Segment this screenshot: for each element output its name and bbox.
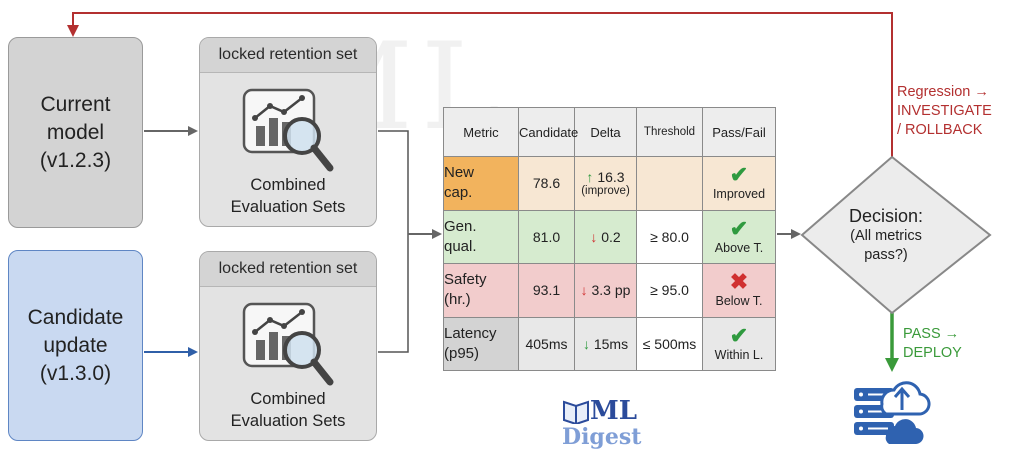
result-label: Improved [712,187,766,202]
chart-magnifier-icon [242,88,334,172]
candidate-model-box: Candidate update (v1.3.0) [8,250,143,441]
column-header-pass-fail: Pass/Fail [702,107,776,157]
column-header-metric: Metric [443,107,519,157]
merge-line-bottom [378,234,409,353]
metric-name-line-1: Safety [444,271,487,289]
regression-line-1: Regression → [897,84,989,100]
chart-magnifier-icon [242,302,334,386]
pass-deploy-label: PASS → DEPLOY [903,325,1003,363]
eval-set-header: locked retention set [200,252,376,287]
delta-cell: ↓ 3.3 pp [574,263,637,318]
metrics-table: Metric Candidate Delta Threshold Pass/Fa… [443,107,776,371]
decision-sub-line-2: pass?) [864,247,908,263]
column-header-candidate: Candidate [518,107,578,157]
threshold-cell: ≥ 95.0 [636,263,703,318]
eval-set-header: locked retention set [200,38,376,73]
decision-sub-line-1: (All metrics [850,228,922,244]
metric-name-line-2: (hr.) [444,291,471,309]
checkmark-icon: ✔ [729,322,749,348]
column-header-threshold: Threshold [636,107,703,157]
pass-fail-cell: ✔ Within L. [702,316,776,371]
pass-line-2: DEPLOY [903,345,962,361]
regression-line-2: INVESTIGATE [897,103,992,119]
column-header-delta: Delta [574,107,637,157]
pass-line-1: PASS → [903,326,960,342]
candidate-model-line-2: update [43,333,108,357]
logo-digest-text: Digest [562,424,642,450]
delta-cell: ↓ 0.2 [574,209,637,264]
eval-set-box-bottom: locked retention set Combined Evaluation… [199,251,377,441]
threshold-cell: ≥ 80.0 [636,209,703,264]
eval-set-label-line-2: Evaluation Sets [230,198,346,216]
metric-cell: Gen. qual. [443,209,519,264]
table-header-row: Metric Candidate Delta Threshold Pass/Fa… [443,107,776,157]
eval-set-label-line-2: Evaluation Sets [230,412,346,430]
book-icon [563,400,589,424]
arrow-down-icon: ↓ [582,335,590,352]
result-label: Below T. [715,294,763,309]
metric-cell: Latency (p95) [443,316,519,371]
metric-cell: Safety (hr.) [443,263,519,318]
current-model-line-2: model [46,120,105,144]
delta-note: (improve) [581,184,630,197]
delta-value: 16.3 [597,168,625,185]
delta-value: 3.3 pp [591,282,631,299]
decision-diamond [800,155,992,315]
arrow-up-icon: ↑ [586,168,594,185]
threshold-cell: ≤ 500ms [636,316,703,371]
logo-ml-text: ML [590,396,638,426]
metric-name-line-1: Gen. [444,217,477,235]
checkmark-icon: ✔ [729,162,749,188]
delta-cell: ↓ 15ms [574,316,637,371]
merge-line-top [378,130,409,234]
result-label: Above T. [714,240,764,255]
metric-name-line-1: New [444,164,475,182]
checkmark-icon: ✔ [729,215,749,241]
regression-line-3: / ROLLBACK [897,122,983,138]
arrow-down-icon: ↓ [580,282,588,299]
candidate-cell: 93.1 [518,263,575,318]
metric-name-line-2: qual. [444,237,477,255]
cross-icon: ✖ [729,269,749,295]
result-label: Within L. [714,347,764,362]
metric-name-line-2: (p95) [444,344,480,362]
candidate-cell: 81.0 [518,209,575,264]
current-model-box: Current model (v1.2.3) [8,37,143,228]
decision-label: Decision: (All metrics pass?) [801,205,971,265]
eval-set-label: Combined Evaluation Sets [200,388,376,432]
regression-label: Regression → INVESTIGATE / ROLLBACK [897,83,1024,140]
table-row: Gen. qual. 81.0 ↓ 0.2 ≥ 80.0 ✔ Above T. [443,209,776,264]
delta-value: 0.2 [601,228,621,245]
current-model-line-1: Current [40,92,111,116]
pass-fail-cell: ✔ Improved [702,156,776,211]
threshold-cell [636,156,703,211]
candidate-model-line-3: (v1.3.0) [39,361,112,385]
current-model-line-3: (v1.2.3) [39,148,112,172]
decision-title: Decision: [848,206,924,226]
metric-name-line-1: Latency [444,324,497,342]
server-cloud-deploy-icon [854,381,931,444]
delta-value: 15ms [593,335,629,352]
eval-set-label-line-1: Combined [250,390,326,408]
arrow-down-icon: ↓ [590,228,598,245]
pass-fail-cell: ✖ Below T. [702,263,776,318]
table-row: Safety (hr.) 93.1 ↓ 3.3 pp ≥ 95.0 ✖ Belo… [443,263,776,318]
arrow-regression-loop [67,12,893,157]
candidate-cell: 405ms [518,316,575,371]
eval-set-label-line-1: Combined [250,176,326,194]
metric-cell: New cap. [443,156,519,211]
pass-fail-cell: ✔ Above T. [702,209,776,264]
metric-name-line-2: cap. [444,184,473,202]
eval-set-label: Combined Evaluation Sets [200,174,376,218]
delta-cell: ↑ 16.3 (improve) [574,156,637,211]
table-row: Latency (p95) 405ms ↓ 15ms ≤ 500ms ✔ Wit… [443,316,776,371]
candidate-model-line-1: Candidate [27,305,124,329]
candidate-cell: 78.6 [518,156,575,211]
table-row: New cap. 78.6 ↑ 16.3 (improve) ✔ Improve… [443,156,776,211]
eval-set-box-top: locked retention set Combined Evaluation… [199,37,377,227]
